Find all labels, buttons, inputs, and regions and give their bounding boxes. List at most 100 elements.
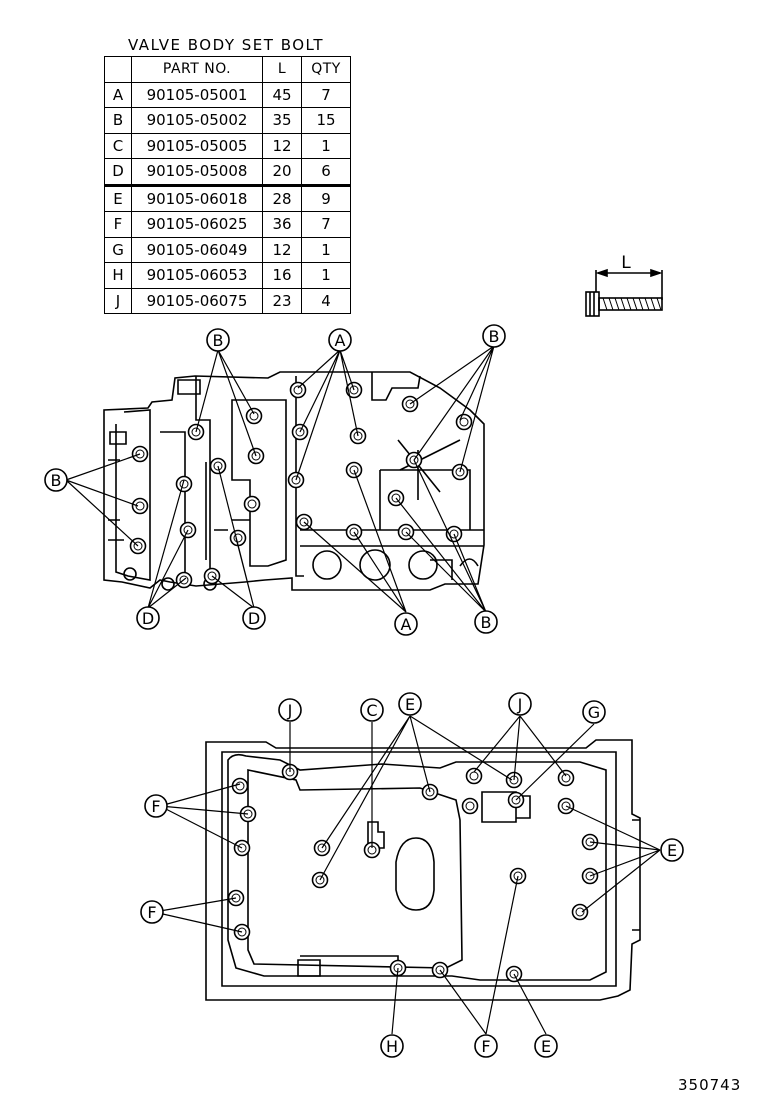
callout-f: F <box>144 794 168 818</box>
row-part-no: 90105-06049 <box>131 236 263 263</box>
callout-letter: E <box>541 1037 551 1056</box>
bolt-hole <box>247 447 265 465</box>
bolt-hole <box>461 797 479 815</box>
bolt-hole-inner <box>315 875 325 885</box>
callout-letter: D <box>248 609 260 628</box>
row-qty: 4 <box>301 287 351 314</box>
bolt-hole <box>131 497 149 515</box>
bolt-hole-inner <box>435 965 445 975</box>
callout-letter: D <box>142 609 154 628</box>
callout-j: J <box>278 698 302 722</box>
callout-letter: J <box>517 695 523 714</box>
bolt-hole-inner <box>251 451 261 461</box>
callout-d: D <box>136 606 160 630</box>
bolt-length-label: L <box>621 253 631 273</box>
bolt-hole <box>571 903 589 921</box>
row-part-no: 90105-06025 <box>131 211 263 238</box>
bolt-hole <box>289 381 307 399</box>
callout-f: F <box>474 1034 498 1058</box>
bolt-hole-inner <box>235 781 245 791</box>
callout-circle <box>660 838 684 862</box>
callout-circle <box>398 692 422 716</box>
bolt-hole-inner <box>353 431 363 441</box>
callout-letter: B <box>51 471 62 490</box>
bolt-hole-inner <box>237 843 247 853</box>
callout-a: A <box>328 328 352 352</box>
header-part-no: PART NO. <box>131 56 263 83</box>
row-part-no: 90105-05001 <box>131 81 263 108</box>
bolt-hole <box>557 769 575 787</box>
bolt-hole-inner <box>213 461 223 471</box>
row-key: C <box>104 132 132 159</box>
callout-e: E <box>534 1034 558 1058</box>
row-length: 28 <box>262 183 302 212</box>
table-header-row: PART NO. L QTY <box>104 56 351 83</box>
callout-circle <box>380 1034 404 1058</box>
callout-circle <box>474 610 498 634</box>
figure-code: 350743 <box>678 1076 742 1094</box>
bolt-hole-inner <box>249 411 259 421</box>
table-row: H 90105-06053 16 1 <box>104 262 351 289</box>
bolt-hole-inner <box>179 575 189 585</box>
upper-bolt-holes <box>129 381 473 589</box>
callout-circle <box>328 328 352 352</box>
row-length: 12 <box>262 132 302 159</box>
callout-letter: E <box>667 841 677 860</box>
callout-circle <box>242 606 266 630</box>
callout-b: B <box>474 610 498 634</box>
row-qty: 15 <box>301 107 351 134</box>
callout-d: D <box>242 606 266 630</box>
bolt-hole-inner <box>135 501 145 511</box>
bolt-hole-inner <box>237 927 247 937</box>
callout-circle <box>136 606 160 630</box>
callout-letter: A <box>335 331 346 350</box>
callout-letter: J <box>287 701 293 720</box>
table-row: B 90105-05002 35 15 <box>104 107 351 134</box>
bolt-hole-inner <box>455 467 465 477</box>
callout-letter: B <box>489 327 500 346</box>
bolt-hole-inner <box>465 801 475 811</box>
bolt-hole-inner <box>299 517 309 527</box>
callout-circle <box>360 698 384 722</box>
row-qty: 9 <box>301 183 351 212</box>
bolt-hole-inner <box>291 475 301 485</box>
bolt-hole-inner <box>207 571 217 581</box>
callout-circle <box>508 692 532 716</box>
callout-h: H <box>380 1034 404 1058</box>
bolt-hole-inner <box>349 465 359 475</box>
bolt-hole-inner <box>425 787 435 797</box>
bolt-hole <box>455 413 473 431</box>
callout-circle <box>44 468 68 492</box>
callout-circle <box>140 900 164 924</box>
table-row: E 90105-06018 28 9 <box>104 183 351 212</box>
callout-letter: H <box>386 1037 398 1056</box>
row-length: 35 <box>262 107 302 134</box>
table-row: D 90105-05008 20 6 <box>104 158 351 186</box>
bolt-hole-inner <box>183 525 193 535</box>
table-title: VALVE BODY SET BOLT <box>128 36 324 54</box>
callout-a: A <box>394 612 418 636</box>
callout-letter: F <box>151 797 160 816</box>
callout-circle <box>474 1034 498 1058</box>
table-row: G 90105-06049 12 1 <box>104 236 351 263</box>
callout-e: E <box>660 838 684 862</box>
bolt-hole-inner <box>349 527 359 537</box>
lower-bolt-holes <box>227 763 599 983</box>
callout-letter: E <box>405 695 415 714</box>
row-qty: 1 <box>301 236 351 263</box>
lower-leader-lines <box>153 715 661 1035</box>
bolt-hole-inner <box>293 385 303 395</box>
row-qty: 7 <box>301 211 351 238</box>
row-key: E <box>104 183 132 212</box>
row-part-no: 90105-06018 <box>131 183 263 212</box>
bolt-hole-inner <box>575 907 585 917</box>
callout-e: E <box>398 692 422 716</box>
callout-letter: B <box>213 331 224 350</box>
bolt-hole <box>175 475 193 493</box>
row-length: 16 <box>262 262 302 289</box>
bolt-hole-inner <box>561 773 571 783</box>
bolt-hole <box>465 767 483 785</box>
bolt-hole-inner <box>247 499 257 509</box>
